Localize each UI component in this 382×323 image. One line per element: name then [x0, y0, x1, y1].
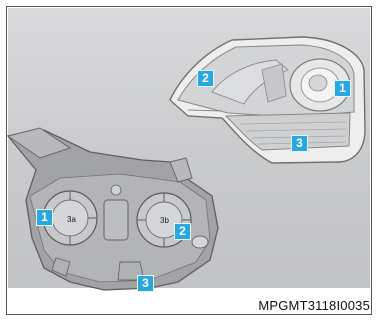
- callout-rear-1: 1: [36, 209, 53, 226]
- callout-front-1: 1: [334, 80, 351, 97]
- callout-rear-3: 3: [137, 275, 154, 292]
- figure-code: MPGMT3118I0035: [258, 298, 370, 313]
- headlamp-front-view: [170, 37, 365, 163]
- callout-front-3: 3: [291, 135, 308, 152]
- left-bulb-mark: 3a: [67, 215, 76, 224]
- callout-front-2: 2: [197, 70, 214, 87]
- callout-rear-2: 2: [174, 223, 191, 240]
- right-bulb-mark: 3b: [160, 216, 169, 225]
